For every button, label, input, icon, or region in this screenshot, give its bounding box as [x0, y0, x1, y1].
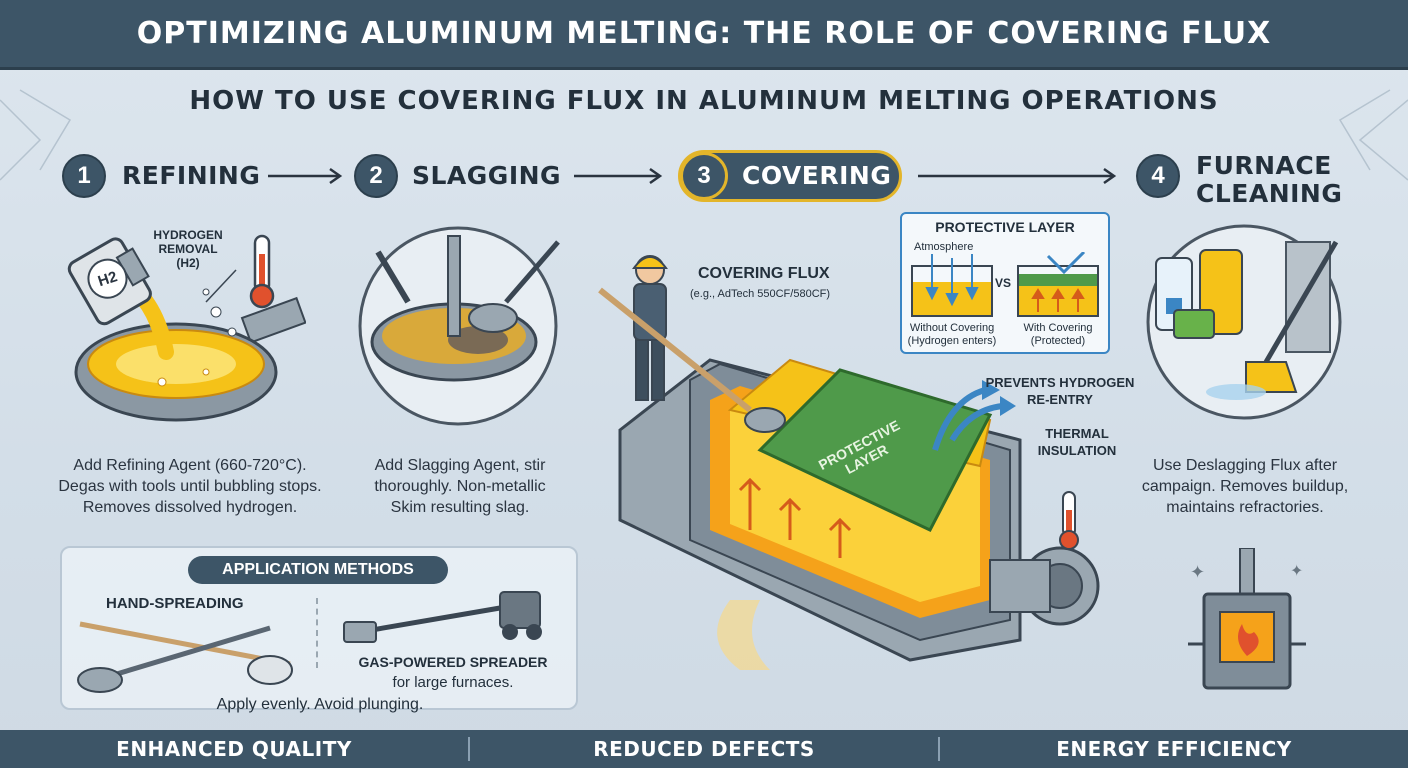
thermal-insulation-callout: THERMAL INSULATION [1037, 426, 1117, 458]
section-subtitle: HOW TO USE COVERING FLUX IN ALUMINUM MEL… [189, 86, 1219, 116]
step-3-label: COVERING [742, 161, 892, 190]
prevents-hydrogen-callout: PREVENTS HYDROGEN RE-ENTRY [985, 375, 1135, 407]
inset-vs-label: VS [995, 276, 1012, 290]
thermometer-icon [1059, 491, 1079, 550]
arrow-right-icon [918, 167, 1117, 185]
hydrogen-removal-callout: HYDROGEN REMOVAL (H2) [153, 228, 223, 270]
arrow-right-icon [268, 167, 343, 185]
gas-powered-spreader-illustration [343, 591, 542, 643]
furnace-illustration [598, 255, 1100, 670]
covering-flux-example: (e.g., AdTech 550CF/580CF) [690, 288, 831, 300]
step-1-description: Add Refining Agent (660-720°C). Degas wi… [58, 457, 322, 516]
svg-text:✦: ✦ [1190, 562, 1205, 583]
inset-without-covering: Without Covering (Hydrogen enters) [907, 322, 997, 347]
benefit-reduced-defects: REDUCED DEFECTS [593, 737, 815, 761]
furnace-stove-icon: ✦ ✦ [1188, 548, 1306, 690]
arrow-right-icon [574, 167, 663, 185]
svg-text:✦: ✦ [1290, 561, 1303, 580]
inset-atmosphere-label: Atmosphere [914, 241, 974, 253]
benefit-divider [468, 737, 470, 761]
benefit-enhanced-quality: ENHANCED QUALITY [116, 737, 352, 761]
slagging-illustration [358, 226, 560, 426]
benefit-divider [938, 737, 940, 761]
step-4-label: FURNACE CLEANING [1196, 151, 1343, 208]
thermometer-icon [249, 234, 275, 309]
inset-title: PROTECTIVE LAYER [935, 219, 1075, 235]
step-2-label: SLAGGING [412, 161, 562, 190]
hand-spreading-label: HAND-SPREADING [106, 595, 244, 612]
panel-divider [316, 598, 318, 668]
title-bar: OPTIMIZING ALUMINUM MELTING: THE ROLE OF… [0, 0, 1408, 70]
step-3-number: 3 [680, 152, 728, 200]
page-title: OPTIMIZING ALUMINUM MELTING: THE ROLE OF… [136, 16, 1272, 51]
step-2-description: Add Slagging Agent, stir thoroughly. Non… [374, 457, 546, 516]
hand-spreading-illustration [77, 621, 293, 693]
inset-with-covering: With Covering (Protected) [1023, 322, 1093, 347]
step-1-number: 1 [62, 154, 106, 198]
application-note: Apply evenly. Avoid plunging. [216, 696, 424, 713]
covering-flux-label: COVERING FLUX [698, 265, 830, 282]
inset-comparison [911, 252, 1099, 317]
furnace-cleaning-illustration [1146, 224, 1342, 420]
gas-powered-spreader-note: for large furnaces. [392, 674, 514, 691]
gas-powered-spreader-label: GAS-POWERED SPREADER [358, 654, 548, 670]
step-2-number: 2 [354, 154, 398, 198]
benefit-energy-efficiency: ENERGY EFFICIENCY [1056, 737, 1292, 761]
step-4-number: 4 [1136, 154, 1180, 198]
benefits-bar: ENHANCED QUALITY REDUCED DEFECTS ENERGY … [0, 730, 1408, 768]
step-1-label: REFINING [122, 161, 261, 190]
refining-illustration [67, 237, 306, 422]
step-4-description: Use Deslagging Flux after campaign. Remo… [1141, 457, 1349, 516]
background-decoration [0, 89, 1408, 181]
application-methods-title: APPLICATION METHODS [188, 556, 448, 584]
